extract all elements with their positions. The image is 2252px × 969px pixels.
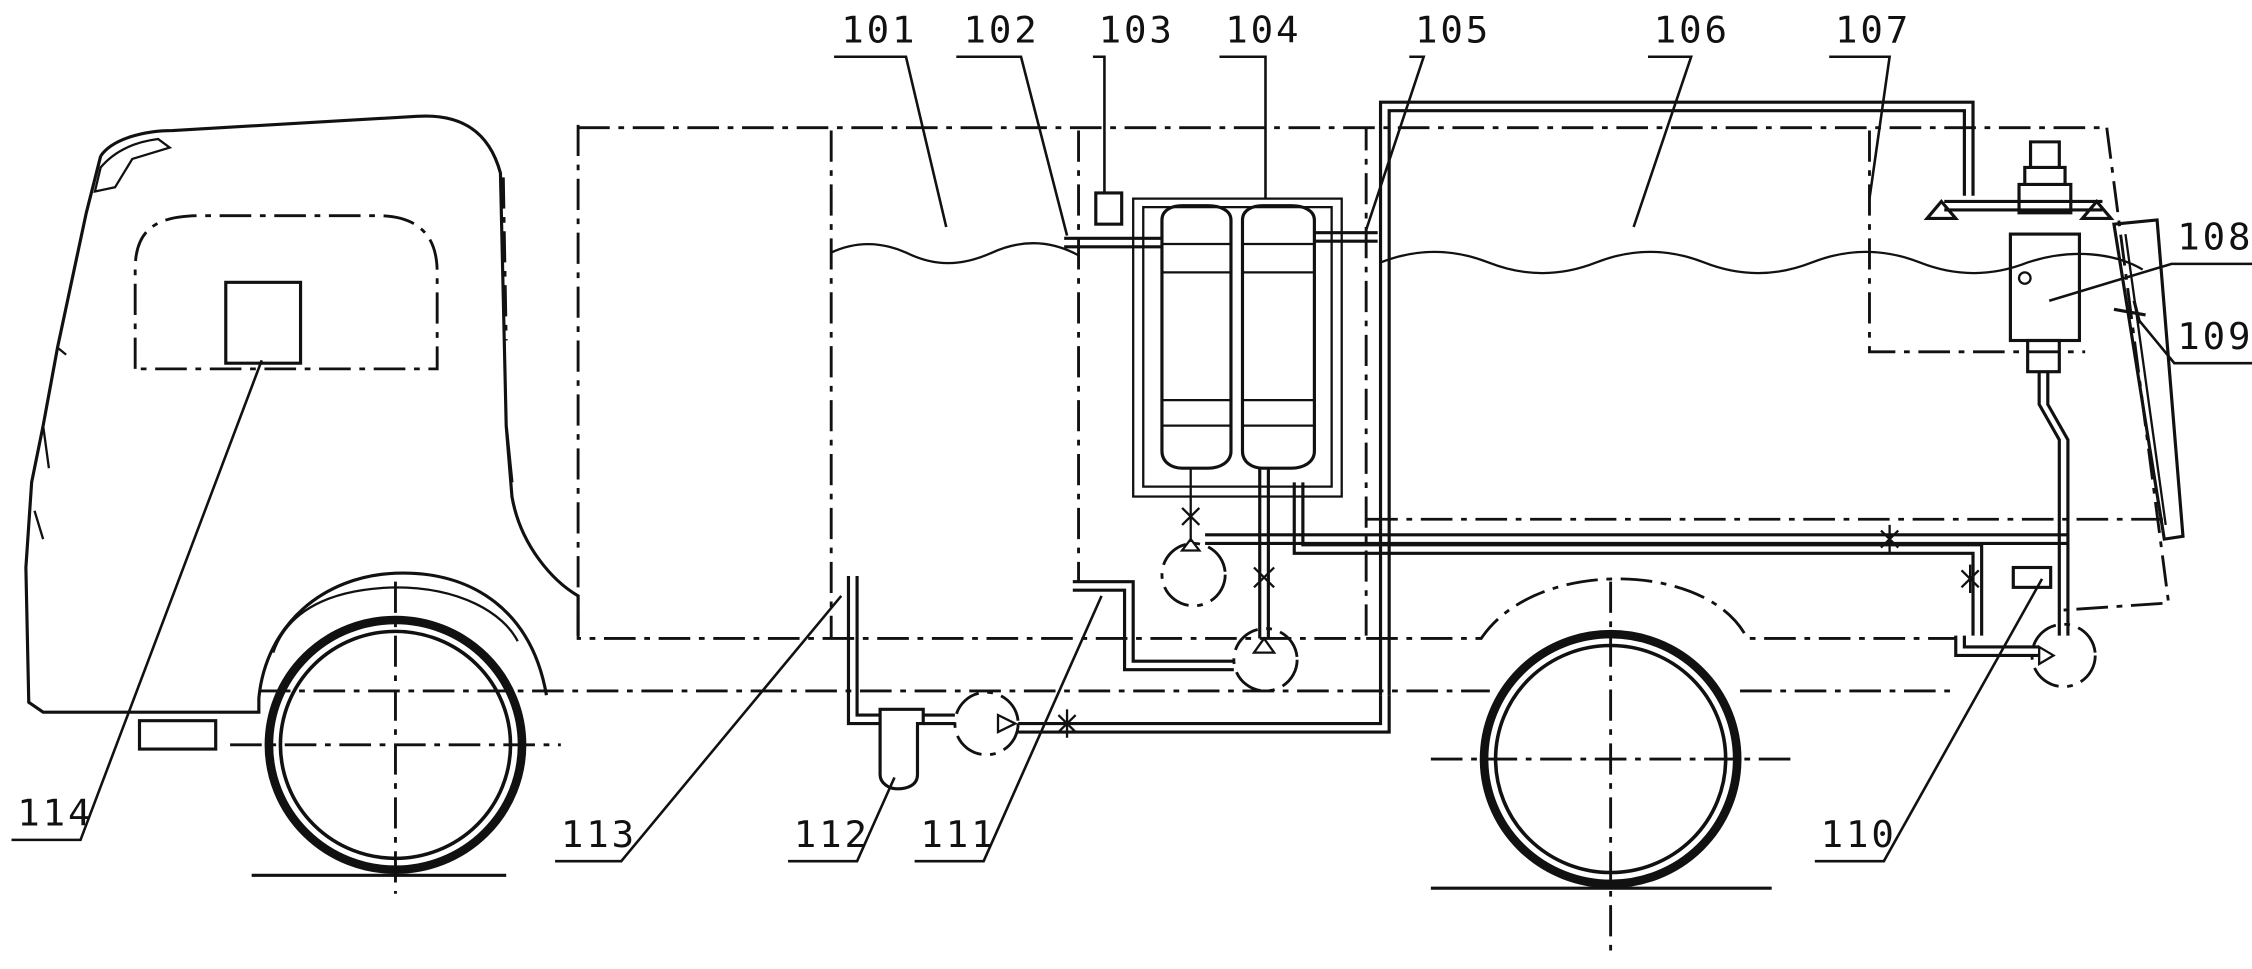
filter-cylinder-left (1160, 204, 1233, 470)
filter-cylinder-left-bands (1161, 242, 1231, 427)
filter-cylinder-right-bands (1242, 242, 1315, 427)
label-103: 103 (1099, 9, 1175, 52)
leader-114 (11, 359, 263, 842)
leader-103 (1092, 55, 1106, 193)
label-113: 113 (561, 813, 637, 856)
pipe-to-bottom-pump (923, 713, 955, 726)
water-surface-101 (830, 242, 1080, 265)
rear-door-inner (2124, 233, 2167, 526)
leader-104 (1219, 55, 1267, 199)
label-106: 106 (1654, 9, 1730, 52)
label-105: 105 (1415, 9, 1491, 52)
leader-112 (788, 776, 896, 863)
leader-108 (2048, 262, 2252, 302)
label-104: 104 (1225, 9, 1301, 52)
front-axle-center (230, 581, 561, 894)
leader-109 (2135, 316, 2252, 365)
pipe-113 (846, 576, 881, 726)
leader-111 (914, 595, 1103, 863)
leader-110 (1814, 578, 2044, 863)
valve-rear-upper (1880, 524, 1900, 554)
transfer-pipe-upper (1205, 533, 2068, 545)
pump-bottom-arrow (996, 713, 1018, 734)
label-102: 102 (963, 9, 1039, 52)
rear-compartment-right (2063, 127, 2171, 612)
front-wheel (230, 571, 561, 894)
rear-tire (1479, 629, 1742, 889)
cab-pillar-dash (501, 177, 508, 341)
check-valve-right (1251, 636, 1277, 654)
sensor-110 (2011, 565, 2053, 589)
device-108-top (2017, 140, 2073, 215)
pipe-108-down (2037, 371, 2070, 636)
nozzle-left (1923, 199, 1960, 221)
rear-door (2112, 218, 2185, 541)
pump-upper-left (1160, 541, 1227, 608)
leader-105 (1364, 55, 1426, 231)
purification-unit (1064, 191, 1378, 498)
label-110: 110 (1821, 813, 1897, 856)
unit-frame-inner (1142, 206, 1333, 488)
device-108-body (2008, 232, 2082, 343)
pump-bottom (953, 690, 1020, 757)
top-return-pipe (1378, 100, 1975, 696)
filter-cylinder-right (1240, 204, 1316, 470)
truck-body (258, 124, 2185, 693)
label-108: 108 (2177, 216, 2252, 259)
pump-rear (2030, 622, 2097, 689)
leader-113 (555, 595, 843, 863)
rear-wheel (1430, 581, 1791, 951)
label-112: 112 (794, 813, 870, 856)
cab-control-box (224, 280, 303, 365)
transfer-pipe-lower (1292, 482, 1984, 636)
filter-112 (878, 707, 925, 791)
cab-outline (24, 114, 580, 714)
inner-box-107 (1868, 130, 2086, 354)
valve-right-cylinder (1253, 566, 1275, 589)
cab-window (133, 214, 439, 371)
valve-bottom (1057, 709, 1077, 738)
valve-left-cylinder (1181, 468, 1201, 542)
pipe-right-cylinder-down (1258, 468, 1270, 639)
pipe-105 (1314, 231, 1378, 243)
callout-labels: 101 102 103 104 105 106 107 108 109 110 … (11, 9, 2252, 863)
leader-102 (956, 55, 1069, 236)
connector-103 (1094, 191, 1124, 226)
cab-front-detail (33, 346, 67, 540)
sewage-surface-106 (1380, 250, 2144, 275)
front-compartment (576, 124, 1368, 640)
label-107: 107 (1835, 9, 1911, 52)
pipe-111 (1072, 580, 1234, 672)
valve-rear-lower (1960, 564, 1980, 594)
pump-rear-arrow (2038, 644, 2056, 666)
pipe-102 (1064, 236, 1162, 249)
cab-roof-trim (93, 137, 173, 194)
truck-cab (24, 114, 580, 751)
label-111: 111 (920, 813, 996, 856)
nozzle-right (2078, 199, 2115, 221)
leader-101 (834, 55, 948, 228)
device-108-gauge (2017, 271, 2032, 285)
label-109: 109 (2177, 315, 2252, 358)
pipe-bottom-return (1018, 695, 1391, 734)
leader-107 (1829, 55, 1892, 199)
unit-frame-outer (1132, 197, 1343, 498)
rear-compartment (1366, 577, 1956, 640)
spray-bar (1944, 199, 2103, 212)
leader-106 (1632, 55, 1693, 228)
label-114: 114 (17, 792, 93, 835)
cab-step (137, 719, 218, 751)
pipe-rear-pump-line (1954, 635, 2040, 658)
device-108-outlet (2026, 338, 2061, 374)
label-101: 101 (841, 9, 917, 52)
rear-axle-center (1430, 581, 1791, 951)
